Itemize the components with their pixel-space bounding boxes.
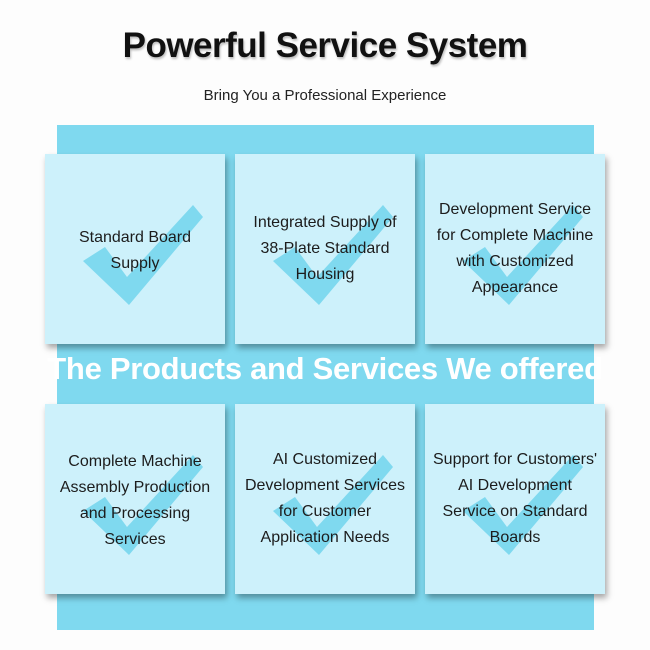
checkmark-icon [83, 205, 203, 305]
section-banner: The Products and Services We offered [47, 351, 603, 386]
service-card-label: Standard Board Supply [78, 229, 192, 272]
checkmark-icon [463, 455, 583, 555]
service-card-label: Complete Machine Assembly Production and… [59, 453, 211, 548]
checkmark-icon [273, 205, 393, 305]
service-card-assembly-production: Complete Machine Assembly Production and… [45, 404, 225, 594]
service-card-integrated-housing-supply: Integrated Supply of 38-Plate Standard H… [235, 154, 415, 344]
service-card-label: AI Customized Development Services for C… [244, 451, 406, 546]
checkmark-icon [83, 455, 203, 555]
checkmark-icon [463, 205, 583, 305]
checkmark-icon [273, 455, 393, 555]
page-subtitle: Bring You a Professional Experience [203, 87, 447, 104]
service-card-ai-development-support: Support for Customers' AI Development Se… [425, 404, 605, 594]
service-card-label: Development Service for Complete Machine… [436, 201, 594, 296]
service-card-label: Support for Customers' AI Development Se… [433, 451, 598, 546]
service-card-label: Integrated Supply of 38-Plate Standard H… [253, 214, 397, 283]
page-title: Powerful Service System [122, 26, 528, 65]
service-card-standard-board-supply: Standard Board Supply [45, 154, 225, 344]
service-card-ai-customized-development: AI Customized Development Services for C… [235, 404, 415, 594]
service-card-customized-appearance: Development Service for Complete Machine… [425, 154, 605, 344]
